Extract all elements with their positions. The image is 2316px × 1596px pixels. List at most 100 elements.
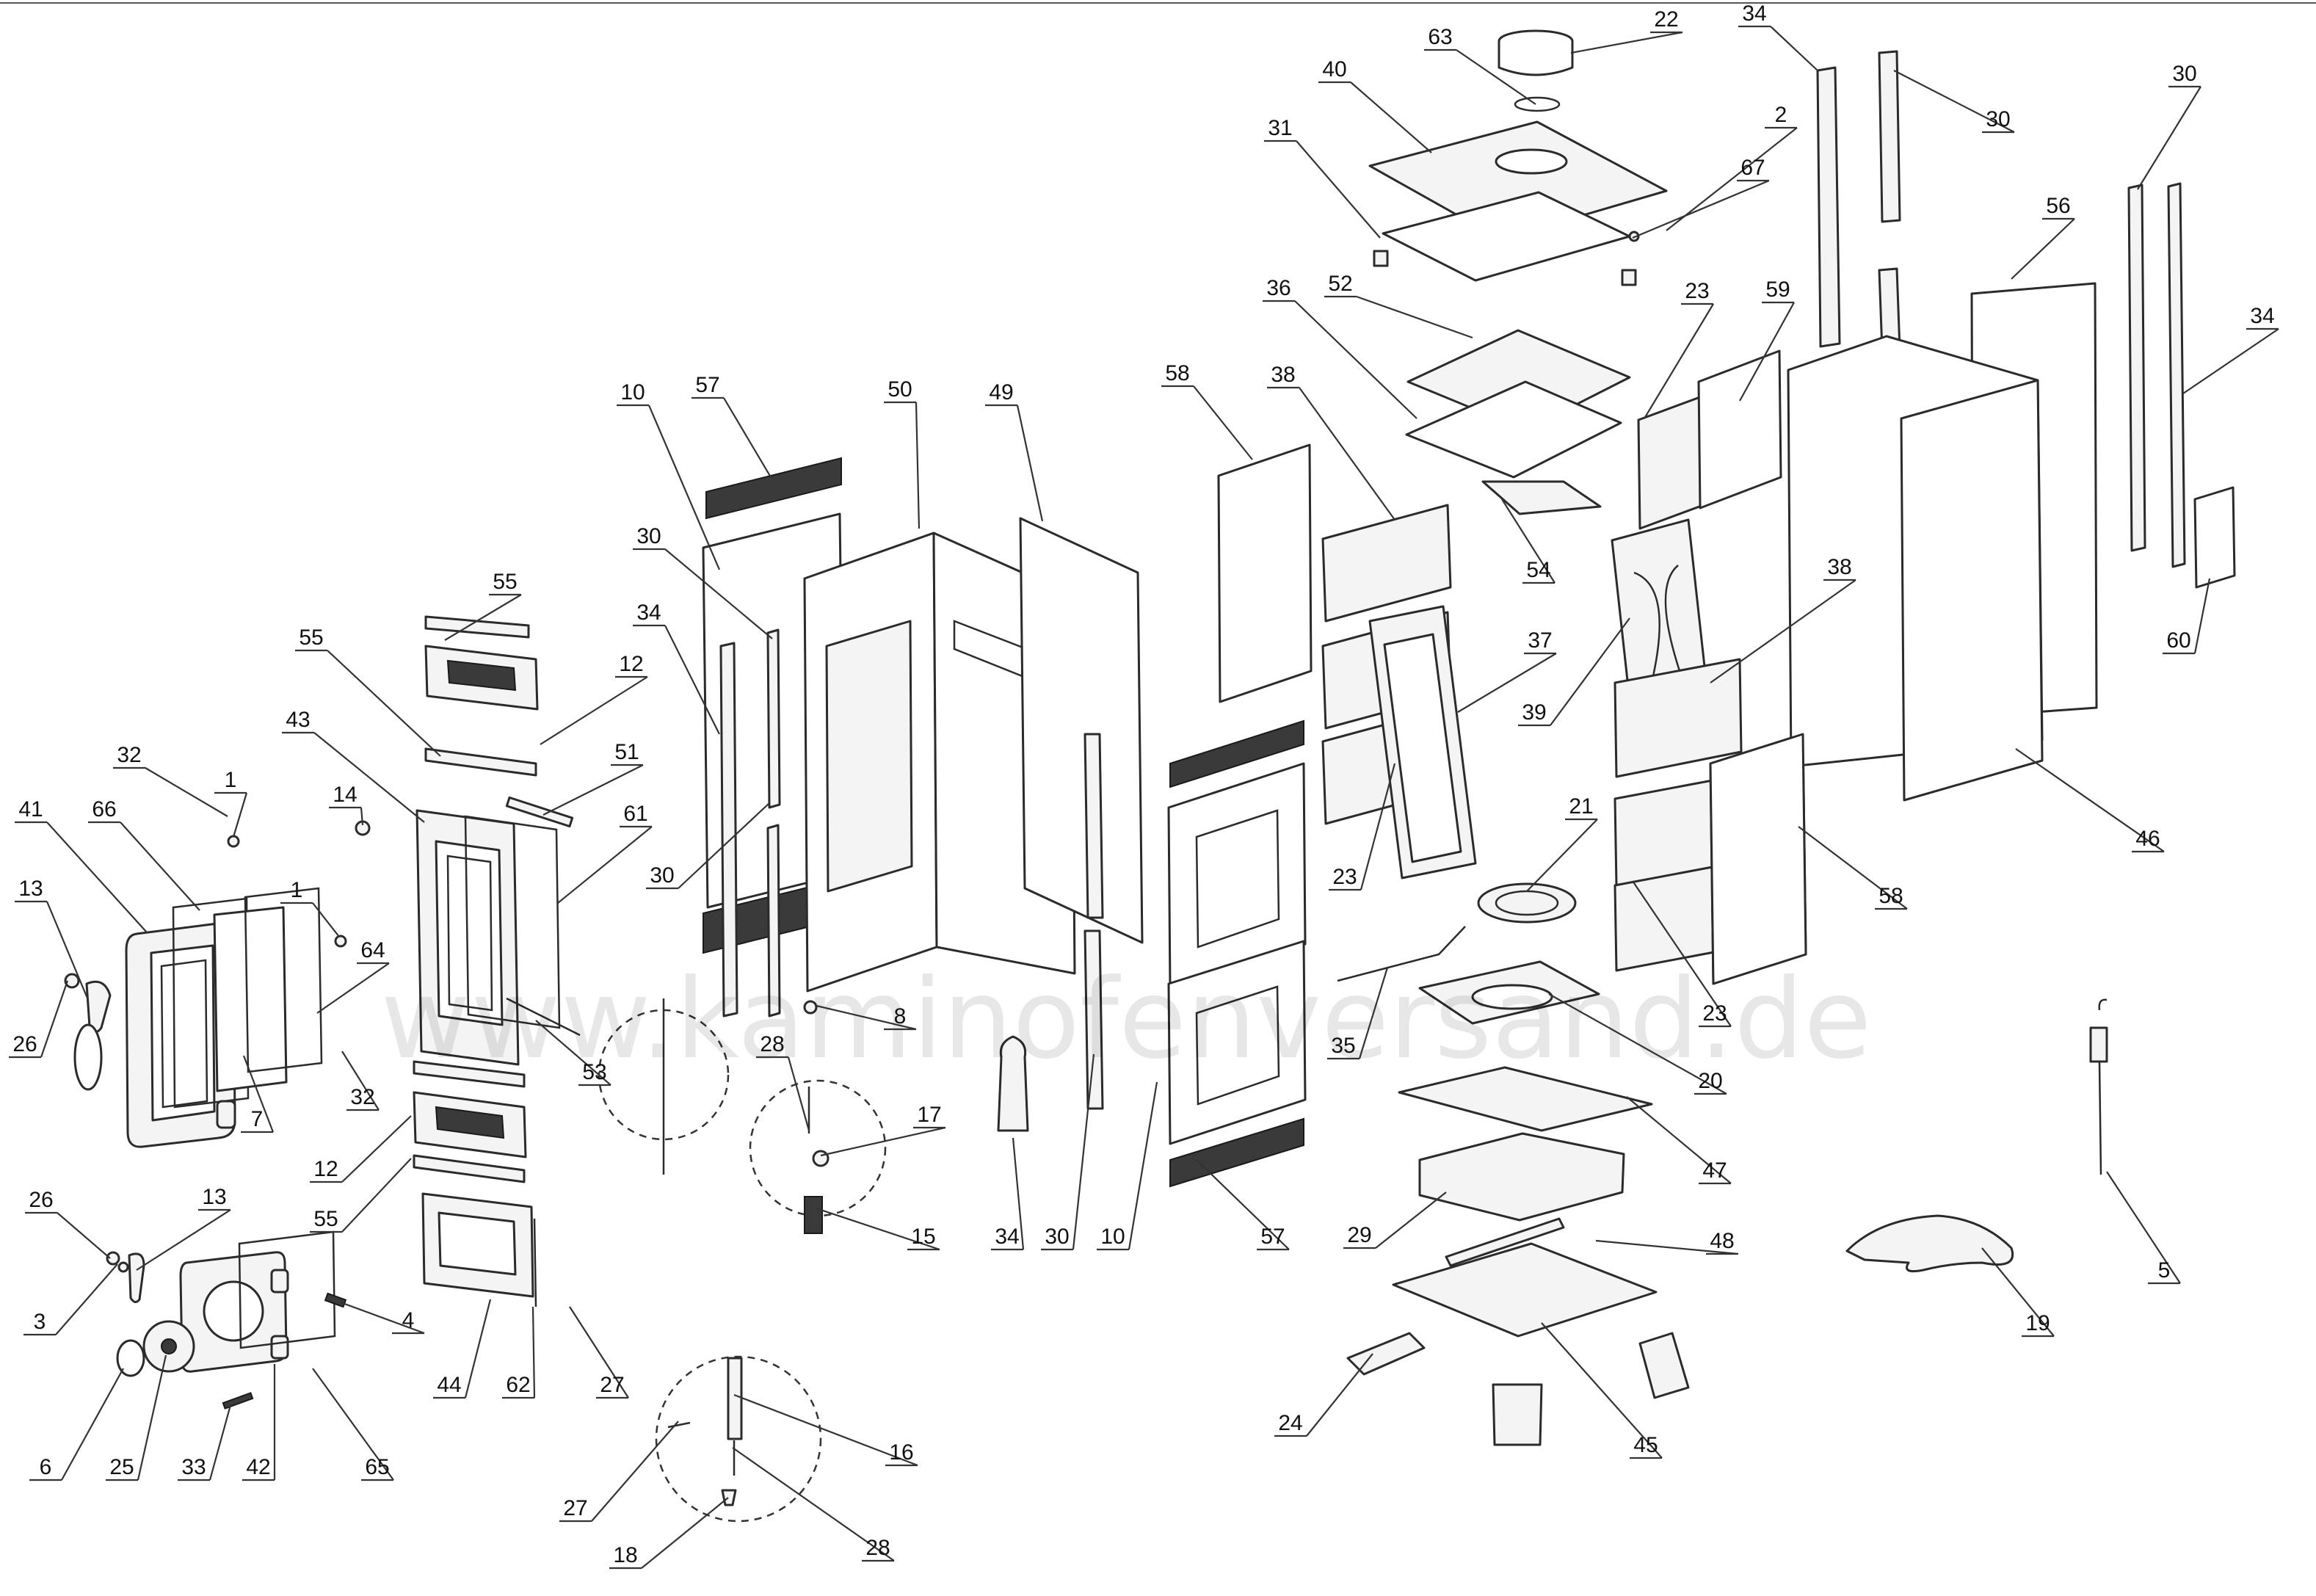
leader-line (591, 1421, 679, 1522)
callout-number: 10 (1100, 1225, 1125, 1249)
callout-27: 27 (569, 1306, 629, 1399)
callout-47: 47 (1626, 1096, 1732, 1185)
grate-21 (1477, 882, 1577, 924)
leader-line (46, 821, 148, 933)
callout-number: 25 (109, 1455, 134, 1479)
callout-number: 34 (995, 1225, 1019, 1249)
leader-line (137, 1354, 167, 1481)
pin-16 (727, 1357, 743, 1440)
callout-number: 62 (506, 1373, 530, 1397)
leader-line (232, 792, 248, 838)
callout-34: 34 (1738, 1, 1818, 71)
leader-line (557, 826, 653, 904)
leader-line (341, 1158, 412, 1233)
callout-36: 36 (1263, 276, 1417, 419)
leader-line (1548, 993, 1727, 1095)
callout-number: 48 (1710, 1229, 1734, 1253)
callout-number: 34 (636, 601, 661, 625)
callout-number: 63 (1428, 25, 1452, 49)
handle-13-bottom (128, 1252, 145, 1303)
callout-3: 3 (23, 1263, 118, 1336)
callout-number: 34 (2250, 304, 2274, 328)
callout-61: 61 (557, 802, 653, 904)
callout-18: 18 (609, 1497, 729, 1570)
bracket-48 (1445, 1217, 1565, 1267)
callout-55: 55 (295, 625, 441, 757)
callout-number: 18 (613, 1543, 637, 1567)
leader-line (2137, 86, 2201, 190)
callout-6: 6 (29, 1368, 124, 1481)
callout-26: 26 (9, 980, 69, 1059)
callout-45: 45 (1541, 1322, 1663, 1459)
clip-1-top (227, 835, 240, 848)
clip-31 (1373, 250, 1389, 267)
leader-line (1016, 405, 1044, 522)
callout-number: 60 (2166, 628, 2190, 653)
callout-52: 52 (1324, 272, 1473, 339)
leader-line (1798, 826, 1908, 910)
leader-line (1294, 300, 1417, 419)
callout-number: 50 (887, 377, 912, 402)
leader-line (313, 732, 425, 823)
door-glass-7 (213, 906, 288, 1092)
leader-line (542, 764, 644, 816)
callout-number: 5 (2158, 1258, 2171, 1283)
leader-line (1644, 303, 1714, 419)
leader-line (1196, 1159, 1290, 1250)
leader-line (1299, 387, 1395, 520)
callout-number: 23 (1332, 865, 1357, 889)
callout-number: 30 (2172, 62, 2196, 86)
fins-38-right (1613, 658, 1743, 778)
callout-number: 10 (620, 380, 645, 405)
leader-line (1306, 1353, 1373, 1437)
callout-number: 54 (1526, 558, 1550, 582)
callout-2: 2 (1666, 103, 1798, 231)
callout-number: 55 (313, 1207, 338, 1231)
callout-15: 15 (816, 1207, 940, 1251)
callout-number: 59 (1765, 278, 1790, 302)
spring-15 (804, 1196, 823, 1234)
leader-line (678, 802, 770, 889)
callout-7: 7 (241, 1055, 275, 1133)
callout-number: 22 (1654, 7, 1678, 32)
leader-line (1632, 179, 1770, 239)
leader-line (136, 1209, 231, 1271)
callout-number: 33 (181, 1455, 206, 1479)
side-grille-57-top (705, 457, 842, 520)
callout-number: 43 (286, 708, 310, 732)
callout-23: 23 (1632, 880, 1732, 1028)
detail-circle-mid (749, 1079, 887, 1217)
leader-line (816, 1207, 940, 1251)
callout-64: 64 (316, 938, 390, 1014)
watermark: www.kaminofenversand.de (380, 956, 1871, 1084)
leader-line (1710, 579, 1856, 683)
callout-number: 66 (92, 797, 116, 821)
bolt-8 (803, 1000, 818, 1015)
handle-13-top (73, 980, 112, 1091)
washer-17 (812, 1150, 830, 1167)
callout-number: 19 (2025, 1311, 2050, 1335)
clip-1-mid (334, 935, 347, 948)
callout-number: 23 (1685, 279, 1709, 303)
leader-line (1128, 1081, 1158, 1250)
leader-line (2193, 578, 2211, 654)
callout-number: 44 (437, 1373, 461, 1397)
callout-number: 30 (636, 524, 661, 548)
callout-8: 8 (816, 1004, 917, 1031)
leader-line (1193, 385, 1253, 460)
gasket-62 (533, 1218, 537, 1307)
callout-10: 10 (1097, 1081, 1158, 1251)
detail-circle-bottom (655, 1355, 822, 1523)
leader-line (1526, 819, 1598, 892)
leader-line (1632, 880, 1732, 1027)
leader-line (1358, 967, 1389, 1059)
strip-51 (505, 796, 574, 828)
callout-number: 1 (225, 768, 237, 792)
grille-57-right-top (1169, 719, 1304, 788)
side-panel-10-right (1167, 762, 1307, 990)
callout-number: 23 (1702, 1001, 1727, 1026)
callout-30: 30 (1893, 70, 2015, 134)
callout-number: 28 (865, 1536, 890, 1560)
pin-27 (667, 1421, 691, 1429)
callout-number: 37 (1528, 628, 1552, 653)
